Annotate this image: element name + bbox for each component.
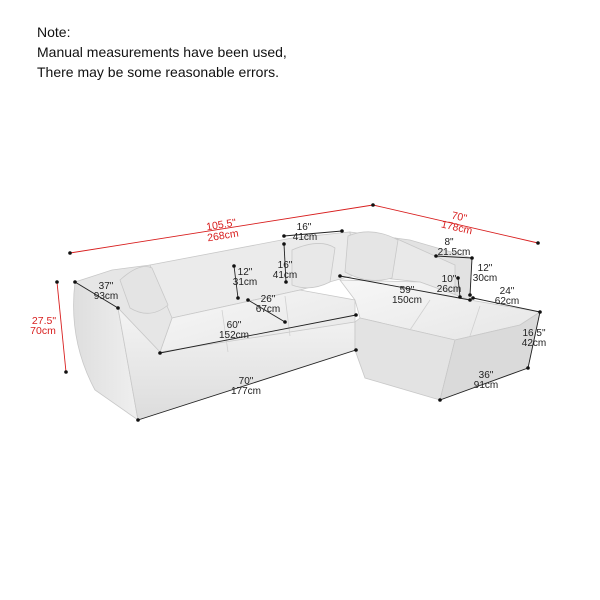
total-height-in: 27.5" bbox=[32, 315, 56, 327]
chaise-width-line bbox=[439, 367, 529, 401]
pillow-height-in: 16" bbox=[278, 260, 293, 271]
left-pillow bbox=[119, 266, 169, 314]
chaise-pillow bbox=[344, 231, 399, 281]
note-line-1: Manual measurements have been used, bbox=[37, 44, 287, 60]
seat-height-line bbox=[527, 311, 541, 369]
arm-depth-cm: 93cm bbox=[94, 291, 118, 302]
seat-depth-line bbox=[247, 299, 286, 323]
chaise-back-height-in: 12" bbox=[478, 263, 493, 274]
front-length-cm: 177cm bbox=[231, 386, 261, 397]
left-armrest-side bbox=[73, 281, 139, 421]
total-height-cm: 70cm bbox=[30, 325, 56, 337]
chaise-width-cm: 91cm bbox=[474, 380, 498, 391]
chaise-arm-height-in: 10" bbox=[442, 274, 457, 285]
front-length-line bbox=[137, 349, 357, 421]
seat-width-cm: 152cm bbox=[219, 330, 249, 341]
measurement-note: Note: Manual measurements have been used… bbox=[37, 22, 287, 82]
chaise-total-width-line bbox=[372, 204, 539, 244]
total-length-line bbox=[69, 204, 374, 254]
arm-depth-in: 37" bbox=[99, 281, 114, 292]
total-length-cm: 268cm bbox=[206, 227, 239, 244]
note-line-2: There may be some reasonable errors. bbox=[37, 64, 279, 80]
sectional-sofa-illustration bbox=[73, 231, 542, 421]
total-length-in: 105.5" bbox=[205, 217, 237, 234]
middle-pillow bbox=[291, 243, 336, 289]
seat-depth-cm: 67cm bbox=[256, 304, 280, 315]
arm-depth-line bbox=[74, 281, 119, 309]
back-height-cm: 31cm bbox=[233, 277, 257, 288]
pillow-width-in: 16" bbox=[297, 222, 312, 233]
chaise-length-in: 59" bbox=[400, 285, 415, 296]
arm-width-cm: 21.5cm bbox=[438, 247, 471, 258]
chaise-arm-height-cm: 26cm bbox=[437, 284, 461, 295]
pillow-width-line bbox=[283, 230, 343, 237]
dimension-lines bbox=[55, 203, 542, 422]
chaise-back-height-line bbox=[469, 257, 473, 296]
total-height-line bbox=[56, 281, 67, 373]
chaise-arm-height-line bbox=[457, 277, 461, 298]
note-title: Note: bbox=[37, 24, 71, 40]
chaise-side-depth-cm: 62cm bbox=[495, 296, 519, 307]
chaise-total-width-cm: 178cm bbox=[440, 218, 474, 237]
chaise-side-depth-in: 24" bbox=[500, 286, 515, 297]
dimension-endpoints bbox=[55, 203, 542, 422]
pillow-height-cm: 41cm bbox=[273, 270, 297, 281]
front-length-in: 70" bbox=[239, 376, 254, 387]
seat-depth-in: 26" bbox=[261, 294, 276, 305]
chaise-length-line bbox=[339, 275, 471, 301]
chaise-total-width-in: 70" bbox=[450, 210, 468, 225]
seat-height-in: 16.5" bbox=[522, 328, 545, 339]
arm-width-in: 8" bbox=[444, 237, 454, 248]
seat-height-cm: 42cm bbox=[522, 338, 546, 349]
seat-width-in: 60" bbox=[227, 320, 242, 331]
chaise-length-cm: 150cm bbox=[392, 295, 422, 306]
seat-width-line bbox=[159, 314, 357, 354]
chaise-side-depth-line bbox=[472, 297, 541, 313]
back-height-line bbox=[233, 265, 239, 299]
arm-width-line bbox=[435, 255, 473, 259]
pillow-height-line bbox=[283, 243, 287, 283]
chaise-width-in: 36" bbox=[479, 370, 494, 381]
dimension-labels: 105.5" 268cm 70" 178cm 27.5" 70cm 37" 93… bbox=[30, 210, 546, 397]
pillow-width-cm: 41cm bbox=[293, 232, 317, 243]
back-height-in: 12" bbox=[238, 267, 253, 278]
chaise-back-height-cm: 30cm bbox=[473, 273, 497, 284]
